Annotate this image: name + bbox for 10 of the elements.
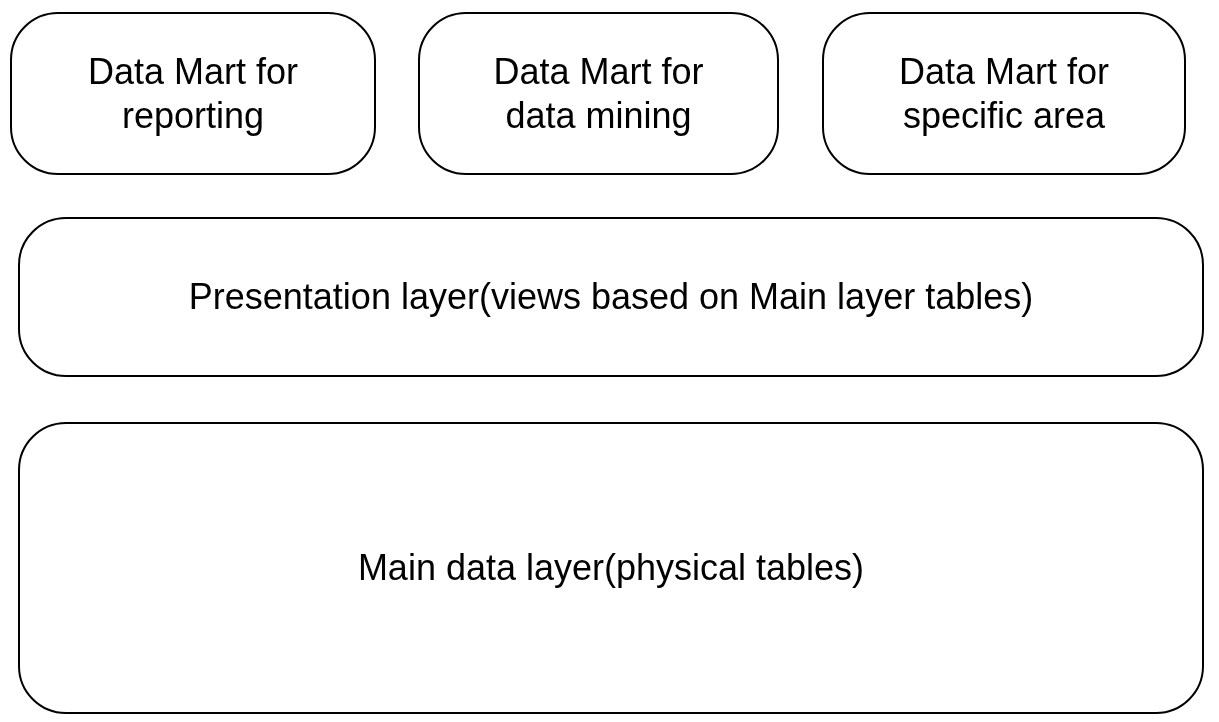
box-label: Data Mart for reporting	[86, 50, 300, 137]
data-mart-box	[10, 12, 376, 175]
box-label: Presentation layer(views based on Main layer tables)	[188, 275, 1034, 319]
box-label: Data Mart for specific area	[897, 50, 1111, 137]
layer-box	[18, 217, 1204, 377]
data-mart-box	[822, 12, 1186, 175]
box-label: Main data layer(physical tables)	[357, 546, 865, 590]
box-label: Data Mart for data mining	[492, 50, 705, 137]
layer-box	[18, 422, 1204, 714]
data-mart-box	[418, 12, 779, 175]
